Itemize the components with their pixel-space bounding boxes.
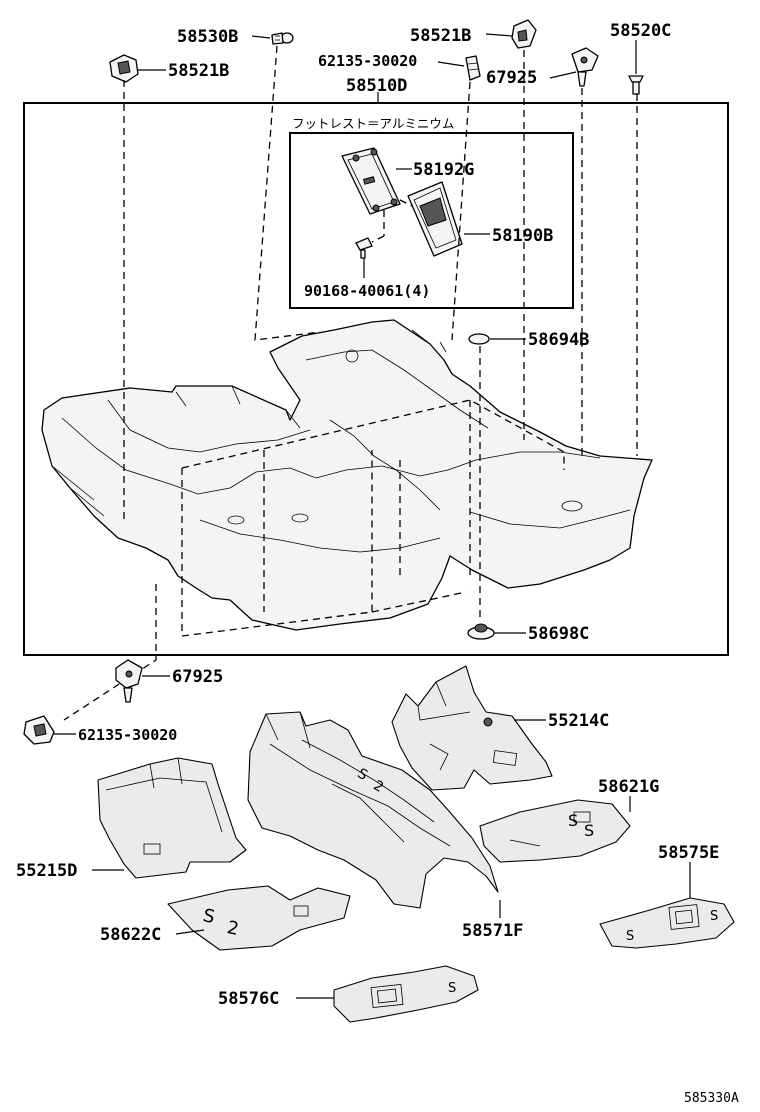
silencer-55215D-icon — [97, 757, 247, 879]
svg-text:S: S — [448, 981, 456, 996]
footrest-subframe — [289, 132, 574, 309]
label-67925-bottom: 67925 — [172, 667, 223, 687]
clip-62135-top-icon — [465, 55, 481, 81]
mat-58575E-icon: S S — [599, 897, 735, 949]
silencer-55214C-icon — [391, 665, 553, 791]
label-62135-top: 62135-30020 — [318, 52, 417, 70]
mat-58621G-icon: S S — [479, 799, 631, 863]
label-58622C: 58622C — [100, 925, 161, 945]
label-58192G: 58192G — [413, 160, 474, 180]
label-58694B: 58694B — [528, 330, 589, 350]
label-55214C: 55214C — [548, 711, 609, 731]
footrest-pad-58190B-icon — [407, 181, 463, 257]
mat-58622C-icon: S 2 — [167, 885, 351, 951]
label-90168: 90168-40061(4) — [304, 282, 430, 300]
clamp-67925-bottom-icon — [115, 659, 143, 703]
carpet-assembly-frame — [23, 102, 729, 656]
clip-58521B-left-icon — [109, 54, 139, 83]
label-58521B-left: 58521B — [168, 61, 229, 81]
grommet-58698C-icon — [467, 623, 495, 640]
svg-text:S: S — [626, 929, 634, 944]
label-58621G: 58621G — [598, 777, 659, 797]
label-58530B: 58530B — [177, 27, 238, 47]
clamp-67925-top-icon — [571, 47, 599, 87]
floor-carpet-58510D-icon — [41, 319, 653, 631]
label-58571F: 58571F — [462, 921, 523, 941]
pin-58520C-icon — [628, 75, 644, 95]
label-58576C: 58576C — [218, 989, 279, 1009]
washer-58694B-icon — [468, 333, 490, 345]
label-58510D: 58510D — [346, 76, 407, 96]
label-55215D: 55215D — [16, 861, 77, 881]
center-carpet-58571F-icon: S 2 — [247, 711, 499, 909]
label-58521B-top: 58521B — [410, 26, 471, 46]
footrest-note: フットレスト＝アルミニウム — [292, 116, 454, 131]
label-58520C: 58520C — [610, 21, 671, 41]
footrest-base-58192G-icon — [341, 147, 401, 215]
screw-90168-icon — [355, 237, 373, 259]
mat-58576C-icon: S — [333, 965, 479, 1023]
svg-text:S: S — [568, 811, 578, 830]
label-62135-bottom: 62135-30020 — [78, 726, 177, 744]
label-67925-top: 67925 — [486, 68, 537, 88]
clip-58530B-icon — [271, 32, 294, 45]
svg-text:S: S — [710, 909, 718, 924]
clip-58521B-top-icon — [511, 19, 537, 49]
svg-text:S: S — [584, 821, 594, 840]
diagram-code: 585330A — [684, 1091, 739, 1106]
svg-text:S: S — [201, 905, 217, 928]
svg-text:2: 2 — [225, 917, 241, 940]
label-58190B: 58190B — [492, 226, 553, 246]
clip-62135-bottom-icon — [23, 715, 55, 745]
label-58575E: 58575E — [658, 843, 719, 863]
label-58698C: 58698C — [528, 624, 589, 644]
